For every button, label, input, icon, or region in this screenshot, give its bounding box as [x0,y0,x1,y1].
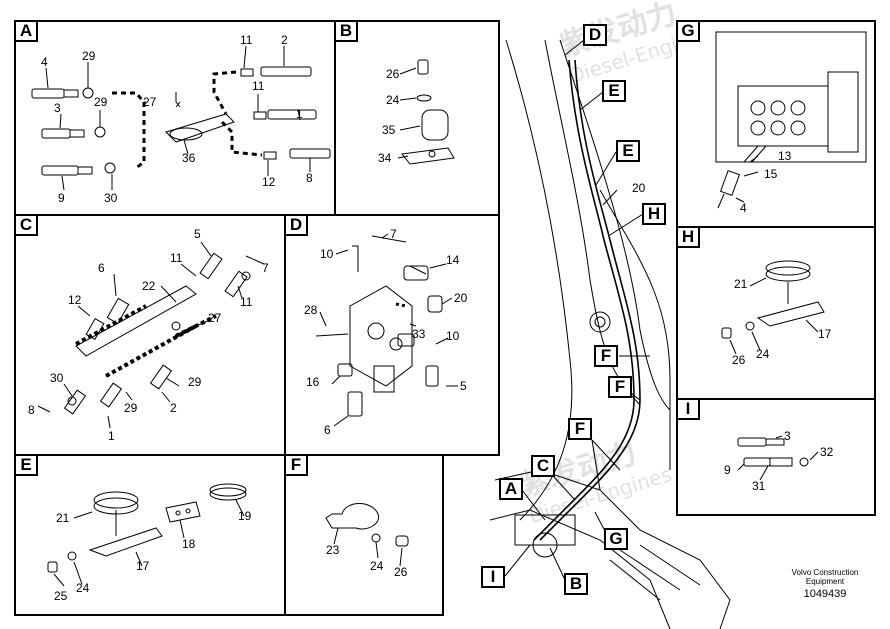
panel-g: G 13 15 4 [676,20,876,228]
part-number-label: 29 [94,95,108,109]
panel-i: I 3 32 9 31 [676,398,876,516]
panel-tag-c: C [14,214,38,236]
panel-b: B 26 24 35 34 [334,20,500,216]
panel-a: A 4 [14,20,336,216]
part-number-label: 15 [764,167,778,181]
part-number-label: 16 [306,375,320,389]
part-number-label: 24 [370,559,384,573]
panel-h: H 21 17 26 24 [676,226,876,400]
panel-tag-d: D [284,214,308,236]
callout-c[interactable]: C [531,455,555,477]
part-number-label: 20 [454,291,468,305]
footer-line2: Equipment [805,577,845,586]
callout-a[interactable]: A [499,478,523,500]
part-number-label: 13 [778,149,792,163]
part-number-label: 22 [142,279,156,293]
part-number-label: 14 [446,253,460,267]
part-number-label: 25 [54,589,68,603]
part-number-label: 5 [194,227,201,241]
part-number-label: 30 [104,191,118,205]
part-number-label: 9 [724,463,731,477]
part-number-label: 5 [460,379,467,393]
part-number: 1049439 [803,588,847,600]
callout-e[interactable]: E [616,140,640,162]
part-number-label: 21 [734,277,748,291]
part-number-label: 18 [182,537,196,551]
part-number-label: 3 [54,101,61,115]
callout-d[interactable]: D [583,24,607,46]
panel-d: D 7 10 14 20 [284,214,500,456]
panel-tag-i: I [676,398,700,420]
part-number-label: 7 [390,227,397,241]
panel-tag-g: G [676,20,700,42]
part-number-label: 6 [324,423,331,437]
part-number-label: 11 [170,251,183,265]
part-number-label: 29 [188,375,202,389]
part-number-label: 33 [412,327,426,341]
part-number-label: 19 [238,509,252,523]
part-number-label: 2 [281,33,288,47]
callout-f[interactable]: F [594,345,618,367]
footer: Volvo Construction Equipment 1049439 [760,568,890,602]
part-number-label: 11 [240,295,253,309]
part-number-label: 29 [82,49,96,63]
panel-tag-h: H [676,226,700,248]
callout-b[interactable]: B [564,573,588,595]
callout-h[interactable]: H [642,203,666,225]
part-number-label: 30 [50,371,64,385]
callout-f[interactable]: F [568,418,592,440]
part-number-label: 26 [394,565,408,579]
part-number-label: 10 [320,247,334,261]
callout-g[interactable]: G [604,528,628,550]
part-number-label: 24 [756,347,770,361]
part-number-label: 31 [752,479,766,493]
part-number-label: 1 [296,107,303,121]
panel-tag-f: F [284,454,308,476]
panel-tag-e: E [14,454,38,476]
part-number-label: 23 [326,543,340,557]
part-number-label: 34 [378,151,392,165]
panel-tag-b: B [334,20,358,42]
part-number-label: 11 [240,33,253,47]
part-number-label: 7 [262,261,269,275]
part-number-label: 12 [262,175,276,189]
part-number-label: 26 [386,67,400,81]
part-number-label: 1 [108,429,115,443]
part-number-label: 12 [68,293,82,307]
part-number-label: 27 [208,311,222,325]
callout-e[interactable]: E [602,80,626,102]
label-20: 20 [632,181,646,195]
part-number-label: 28 [304,303,318,317]
panel-tag-a: A [14,20,38,42]
part-number-label: 35 [382,123,396,137]
part-number-label: 24 [386,93,400,107]
part-number-label: 29 [124,401,138,415]
part-number-label: 8 [28,403,35,417]
panel-e: E 21 18 19 17 24 25 [14,454,286,616]
part-number-label: 8 [306,171,313,185]
part-number-label: 17 [818,327,832,341]
part-number-label: 4 [41,55,48,69]
part-number-label: 6 [98,261,105,275]
callout-f[interactable]: F [608,376,632,398]
part-number-label: 27 [143,95,157,109]
part-number-label: 11 [252,79,265,93]
part-number-label: 26 [732,353,746,367]
part-number-label: 17 [136,559,150,573]
part-number-label: 36 [182,151,196,165]
part-number-label: 4 [740,201,747,215]
callout-i[interactable]: I [481,566,505,588]
part-number-label: 24 [76,581,90,595]
panel-c: C 5 11 6 22 [14,214,286,456]
part-number-label: 32 [820,445,834,459]
footer-line1: Volvo Construction [791,568,859,577]
part-number-label: 2 [170,401,177,415]
panel-f: F 23 24 26 [284,454,444,616]
part-number-label: 3 [784,429,791,443]
part-number-label: 9 [58,191,65,205]
part-number-label: 10 [446,329,460,343]
part-number-label: 21 [56,511,70,525]
